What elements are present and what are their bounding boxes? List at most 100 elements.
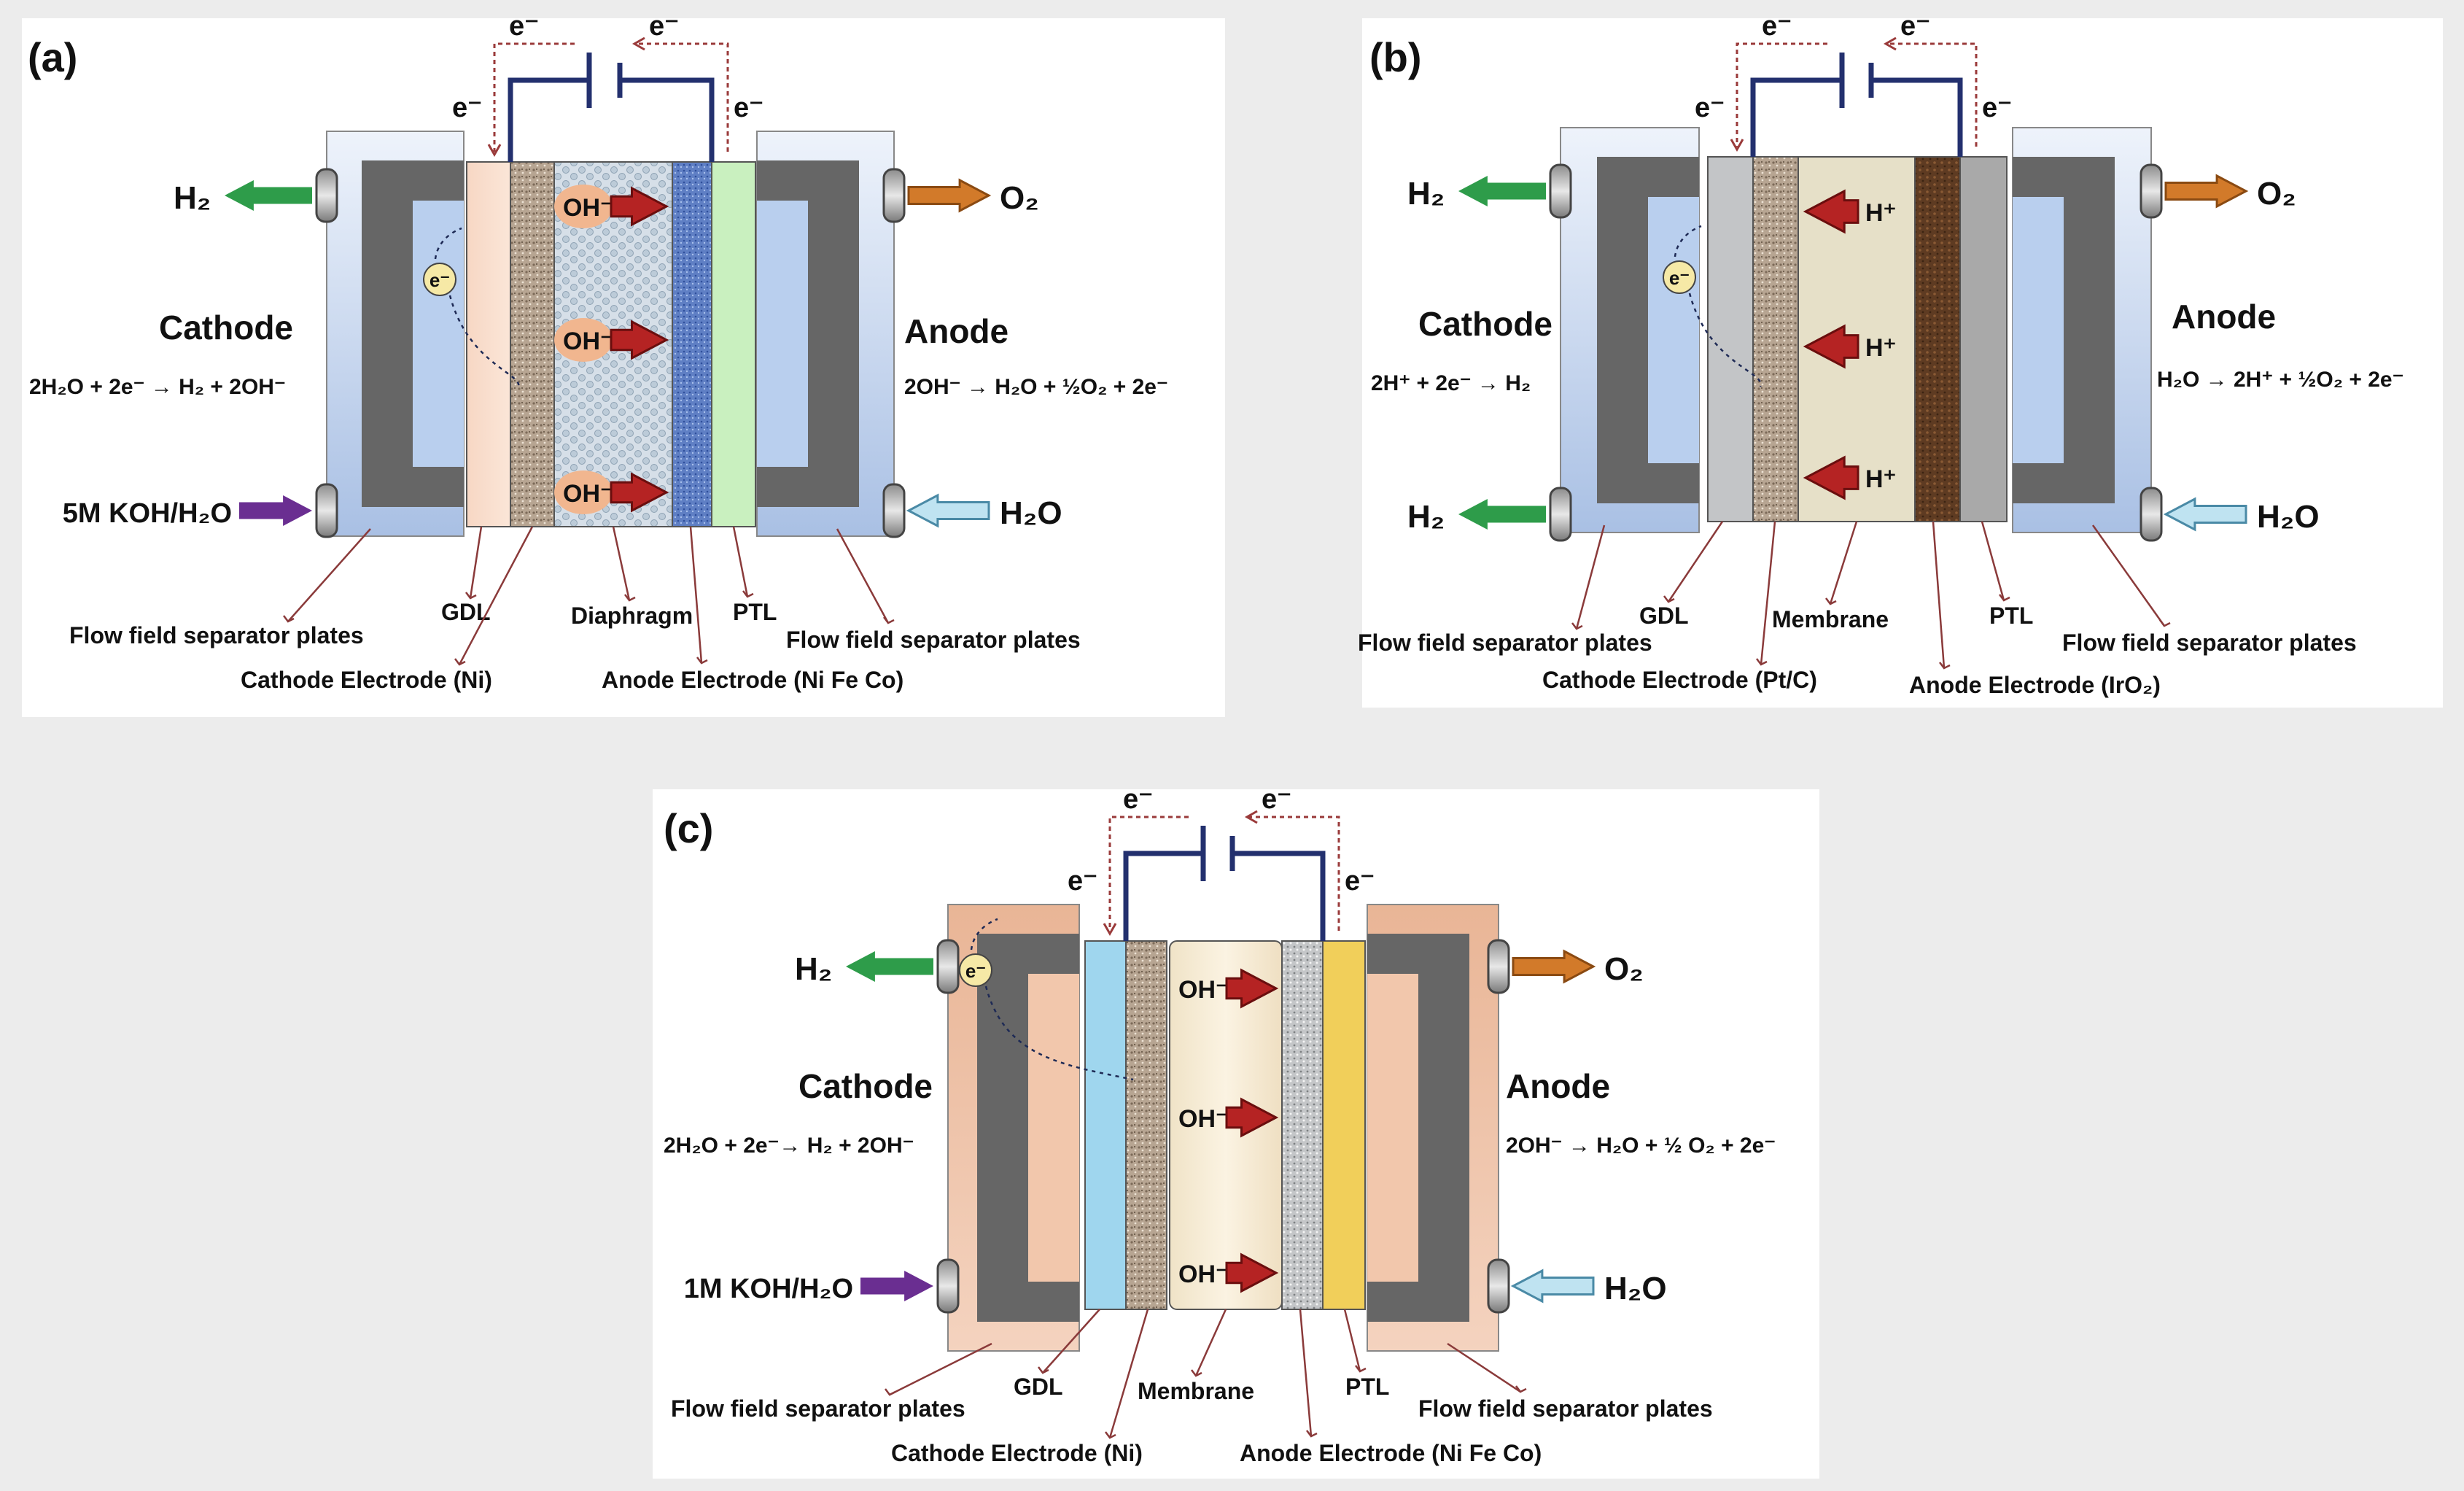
h2-outlet-label: H₂	[1407, 176, 1445, 212]
label-ff-left: Flow field separator plates	[1358, 630, 1652, 656]
ion-arrow	[1803, 189, 1859, 234]
ion-arrow	[1225, 1097, 1279, 1138]
label-ptl: PTL	[1989, 603, 2033, 629]
ion-label: OH⁻	[1178, 976, 1229, 1004]
ion-label: OH⁻	[563, 194, 613, 222]
ion-label: OH⁻	[1178, 1260, 1229, 1288]
electron-label: e⁻	[1982, 93, 2012, 123]
ion-label: H⁺	[1865, 334, 1897, 362]
water-inlet-label: H₂O	[2257, 499, 2320, 535]
leader-middle	[612, 526, 631, 601]
electron-path	[448, 295, 520, 390]
gdl-layer	[1084, 940, 1127, 1310]
label-ff-right: Flow field separator plates	[2062, 630, 2357, 656]
panel-letter: (b)	[1369, 34, 1422, 80]
o2-outlet-arrow	[907, 178, 992, 213]
anode-electrode-layer	[1914, 156, 1961, 522]
ion-arrow	[1225, 968, 1279, 1009]
label-middle: Membrane	[1772, 606, 1889, 632]
gdl-layer	[1707, 156, 1754, 522]
label-anode-electrode: Anode Electrode (IrO₂)	[1909, 672, 2161, 698]
ion-label: H⁺	[1865, 199, 1897, 227]
ion-transport: OH⁻	[554, 470, 669, 514]
cathode-top-port	[936, 939, 960, 994]
leader-ff-right	[2091, 524, 2166, 627]
leader-gdl	[469, 526, 483, 599]
label-cathode-electrode: Cathode Electrode (Ni)	[241, 667, 492, 693]
electron-bubble-label: e⁻	[430, 269, 450, 291]
cathode-electrode-layer	[510, 161, 555, 527]
h2-outlet-label: H₂	[174, 180, 211, 216]
ion-arrow	[610, 186, 669, 227]
cathode-bottom-port	[936, 1258, 960, 1314]
cathode-top-port	[1549, 163, 1572, 219]
water-inlet-arrow	[2163, 497, 2247, 532]
electron-label: e⁻	[1762, 11, 1792, 42]
leader-ff-left	[1575, 524, 1606, 630]
label-ptl: PTL	[733, 599, 777, 625]
ion-transport: OH⁻	[1178, 1252, 1279, 1293]
electron-path-upper	[434, 227, 462, 260]
label-middle: Diaphragm	[571, 603, 693, 629]
ptl-layer	[1959, 156, 2008, 522]
leader-ff-left	[287, 528, 371, 622]
leader-gdl	[1667, 521, 1724, 603]
ion-transport: H⁺	[1803, 324, 1897, 369]
electron-flow-right	[634, 42, 729, 152]
leader-cathode-electrode	[1760, 521, 1776, 665]
label-gdl: GDL	[1639, 603, 1689, 629]
electron-label: e⁻	[509, 11, 539, 42]
electron-path	[1688, 293, 1762, 387]
cathode-bottom-port	[315, 483, 338, 538]
label-anode-electrode: Anode Electrode (Ni Fe Co)	[1240, 1440, 1542, 1466]
h2-outlet-arrow	[846, 951, 933, 982]
ion-transport: H⁺	[1803, 189, 1897, 234]
anode-flow-plate-window	[2013, 197, 2064, 463]
electron-flow-left	[1108, 816, 1189, 931]
label-anode-electrode: Anode Electrode (Ni Fe Co)	[602, 667, 903, 693]
electrolyte-inlet-label: 5M KOH/H₂O	[63, 498, 232, 529]
o2-outlet-arrow	[2164, 174, 2249, 209]
electron-label: e⁻	[1695, 93, 1725, 123]
cathode-electrode-layer	[1125, 940, 1167, 1310]
leader-anode-electrode	[1299, 1309, 1313, 1437]
anode-reaction: 2OH⁻ → H₂O + ½O₂ + 2e⁻	[904, 375, 1168, 399]
leader-anode-electrode	[1932, 521, 1946, 669]
electron-bubble	[959, 953, 992, 987]
o2-outlet-label: O₂	[2257, 176, 2296, 212]
anode-bottom-port	[1487, 1258, 1510, 1314]
anode-title: Anode	[1506, 1067, 1610, 1105]
leader-middle	[1194, 1309, 1227, 1376]
electrolyte-inlet-arrow	[860, 1271, 933, 1301]
electron-label: e⁻	[1123, 784, 1153, 815]
external-circuit-wire	[1750, 77, 1963, 157]
label-ff-left: Flow field separator plates	[69, 622, 364, 648]
cathode-reaction: 2H⁺ + 2e⁻ → H₂	[1371, 371, 1531, 395]
ion-bubble	[554, 318, 613, 362]
leader-ff-left	[889, 1342, 992, 1396]
h2-outlet-label: H₂	[795, 951, 832, 987]
leader-cathode-electrode	[1108, 1309, 1149, 1438]
o2-outlet-label: O₂	[1000, 180, 1039, 216]
h2-bottom-outlet-arrow	[1458, 499, 1546, 530]
electron-flow-right	[1886, 42, 1978, 147]
leader-gdl	[1042, 1309, 1100, 1374]
leader-ptl	[1343, 1309, 1361, 1372]
ion-label: OH⁻	[563, 328, 613, 355]
electron-label: e⁻	[1345, 866, 1375, 896]
anode-flow-plate-window	[757, 201, 808, 467]
ptl-layer	[1322, 940, 1366, 1310]
electron-label: e⁻	[649, 11, 679, 42]
h2-outlet-arrow	[1458, 176, 1546, 206]
panel-letter: (c)	[664, 805, 713, 851]
leader-anode-electrode	[689, 526, 703, 664]
ion-transport: H⁺	[1803, 455, 1897, 500]
electron-bubble-label: e⁻	[965, 960, 986, 982]
cathode-bottom-port	[1549, 487, 1572, 542]
leader-ptl	[732, 526, 749, 597]
electron-bubble	[423, 263, 456, 296]
cathode-top-port	[315, 168, 338, 223]
external-circuit-wire	[508, 77, 715, 162]
